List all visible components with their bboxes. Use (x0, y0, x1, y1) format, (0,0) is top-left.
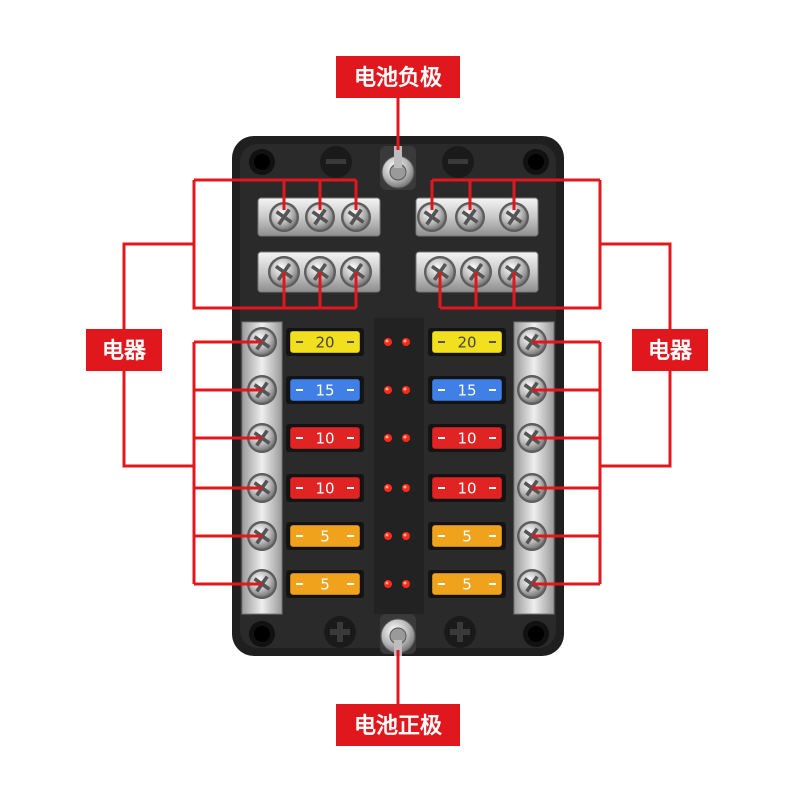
bus-screw[interactable] (455, 202, 485, 232)
battery-positive-label: 电池正极 (354, 714, 443, 739)
minus-symbol-icon (320, 146, 352, 178)
fuse-rating-label: 20 (457, 334, 476, 352)
indicator-led (402, 532, 410, 540)
fuse-right-4[interactable]: 10 (428, 474, 506, 502)
indicator-led (384, 532, 392, 540)
fuse-left-1[interactable]: 20 (286, 328, 364, 356)
minus-symbol-icon (442, 146, 474, 178)
indicator-led (384, 580, 392, 588)
fuse-right-5[interactable]: 5 (428, 522, 506, 550)
indicator-led (402, 580, 410, 588)
indicator-led (402, 484, 410, 492)
appliance-right-tag: 电器 (632, 329, 708, 371)
fuse-left-5[interactable]: 5 (286, 522, 364, 550)
fuse-rating-label: 5 (462, 528, 472, 546)
battery-positive-tag: 电池正极 (336, 704, 460, 746)
indicator-led (384, 386, 392, 394)
plus-symbol-icon (324, 616, 356, 648)
indicator-led (384, 434, 392, 442)
mounting-hole-icon (523, 149, 549, 175)
fuse-right-6[interactable]: 5 (428, 570, 506, 598)
fuse-rating-label: 5 (320, 576, 330, 594)
indicator-led (384, 484, 392, 492)
fuse-right-2[interactable]: 15 (428, 376, 506, 404)
fuse-rating-label: 10 (457, 480, 476, 498)
fuse-rating-label: 10 (315, 430, 334, 448)
positive-post[interactable] (380, 614, 416, 656)
appliance-right-label: 电器 (648, 339, 693, 364)
bus-screw[interactable] (499, 202, 529, 232)
appliance-left-tag: 电器 (86, 329, 162, 371)
fuse-left-4[interactable]: 10 (286, 474, 364, 502)
right-terminal-strip (513, 321, 555, 615)
fuse-left-3[interactable]: 10 (286, 424, 364, 452)
fuse-right-3[interactable]: 10 (428, 424, 506, 452)
bus-screw[interactable] (269, 202, 299, 232)
bus-screw[interactable] (341, 202, 371, 232)
fuse-rating-label: 10 (457, 430, 476, 448)
battery-negative-tag: 电池负极 (336, 56, 460, 98)
fuse-left-2[interactable]: 15 (286, 376, 364, 404)
indicator-led (402, 338, 410, 346)
fuse-rating-label: 5 (320, 528, 330, 546)
indicator-led (384, 338, 392, 346)
appliance-left-label: 电器 (102, 339, 147, 364)
bus-screw[interactable] (305, 202, 335, 232)
left-terminal-strip (241, 321, 283, 615)
fuse-left-6[interactable]: 5 (286, 570, 364, 598)
indicator-led (402, 386, 410, 394)
mounting-hole-icon (523, 621, 549, 647)
plus-symbol-icon (444, 616, 476, 648)
negative-post[interactable] (380, 146, 416, 190)
bus-screw[interactable] (417, 202, 447, 232)
center-divider (374, 318, 424, 614)
fuse-rating-label: 10 (315, 480, 334, 498)
fuse-rating-label: 15 (315, 382, 334, 400)
fuse-rating-label: 20 (315, 334, 334, 352)
mounting-hole-icon (249, 149, 275, 175)
mounting-hole-icon (249, 621, 275, 647)
fuse-rating-label: 5 (462, 576, 472, 594)
battery-negative-label: 电池负极 (354, 66, 443, 91)
fuse-right-1[interactable]: 20 (428, 328, 506, 356)
indicator-led (402, 434, 410, 442)
fuse-rating-label: 15 (457, 382, 476, 400)
